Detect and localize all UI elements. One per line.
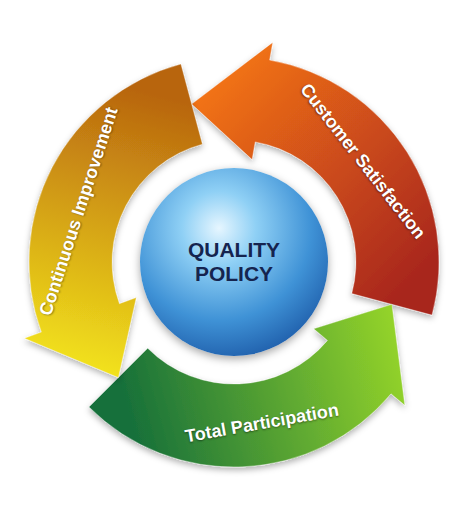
- quality-sphere: QUALITY POLICY: [140, 168, 328, 356]
- node-label: QUALITY POLICY: [179, 238, 289, 286]
